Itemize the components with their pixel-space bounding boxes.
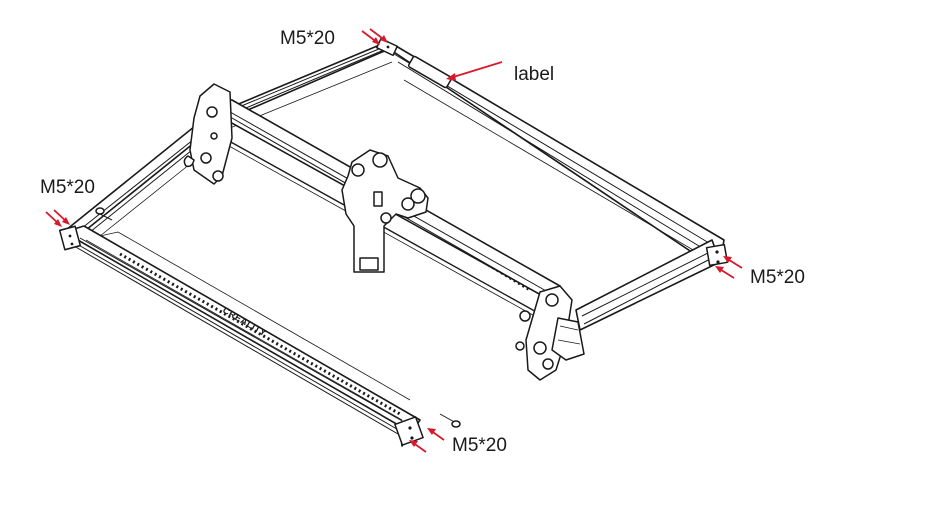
frame xyxy=(58,37,729,447)
corner-cap-left xyxy=(58,225,82,251)
arrow-label xyxy=(449,61,503,79)
right-end-plate xyxy=(525,285,573,381)
callout-screw-right: M5*20 xyxy=(750,267,805,288)
callout-screw-left: M5*20 xyxy=(40,177,95,198)
stepper-motor xyxy=(551,317,585,361)
arrows xyxy=(45,28,743,453)
callout-screw-top: M5*20 xyxy=(280,28,335,49)
front-belt xyxy=(119,252,401,416)
callout-label: label xyxy=(514,64,554,85)
laser-mount-slot xyxy=(359,257,379,271)
callout-screw-bottom: M5*20 xyxy=(452,435,507,456)
gantry xyxy=(183,83,585,381)
laser-carriage xyxy=(341,149,429,273)
corner-cap-right xyxy=(705,243,729,267)
label-sticker xyxy=(407,55,453,89)
callouts: M5*20 label M5*20 M5*20 M5*20 xyxy=(40,28,805,456)
